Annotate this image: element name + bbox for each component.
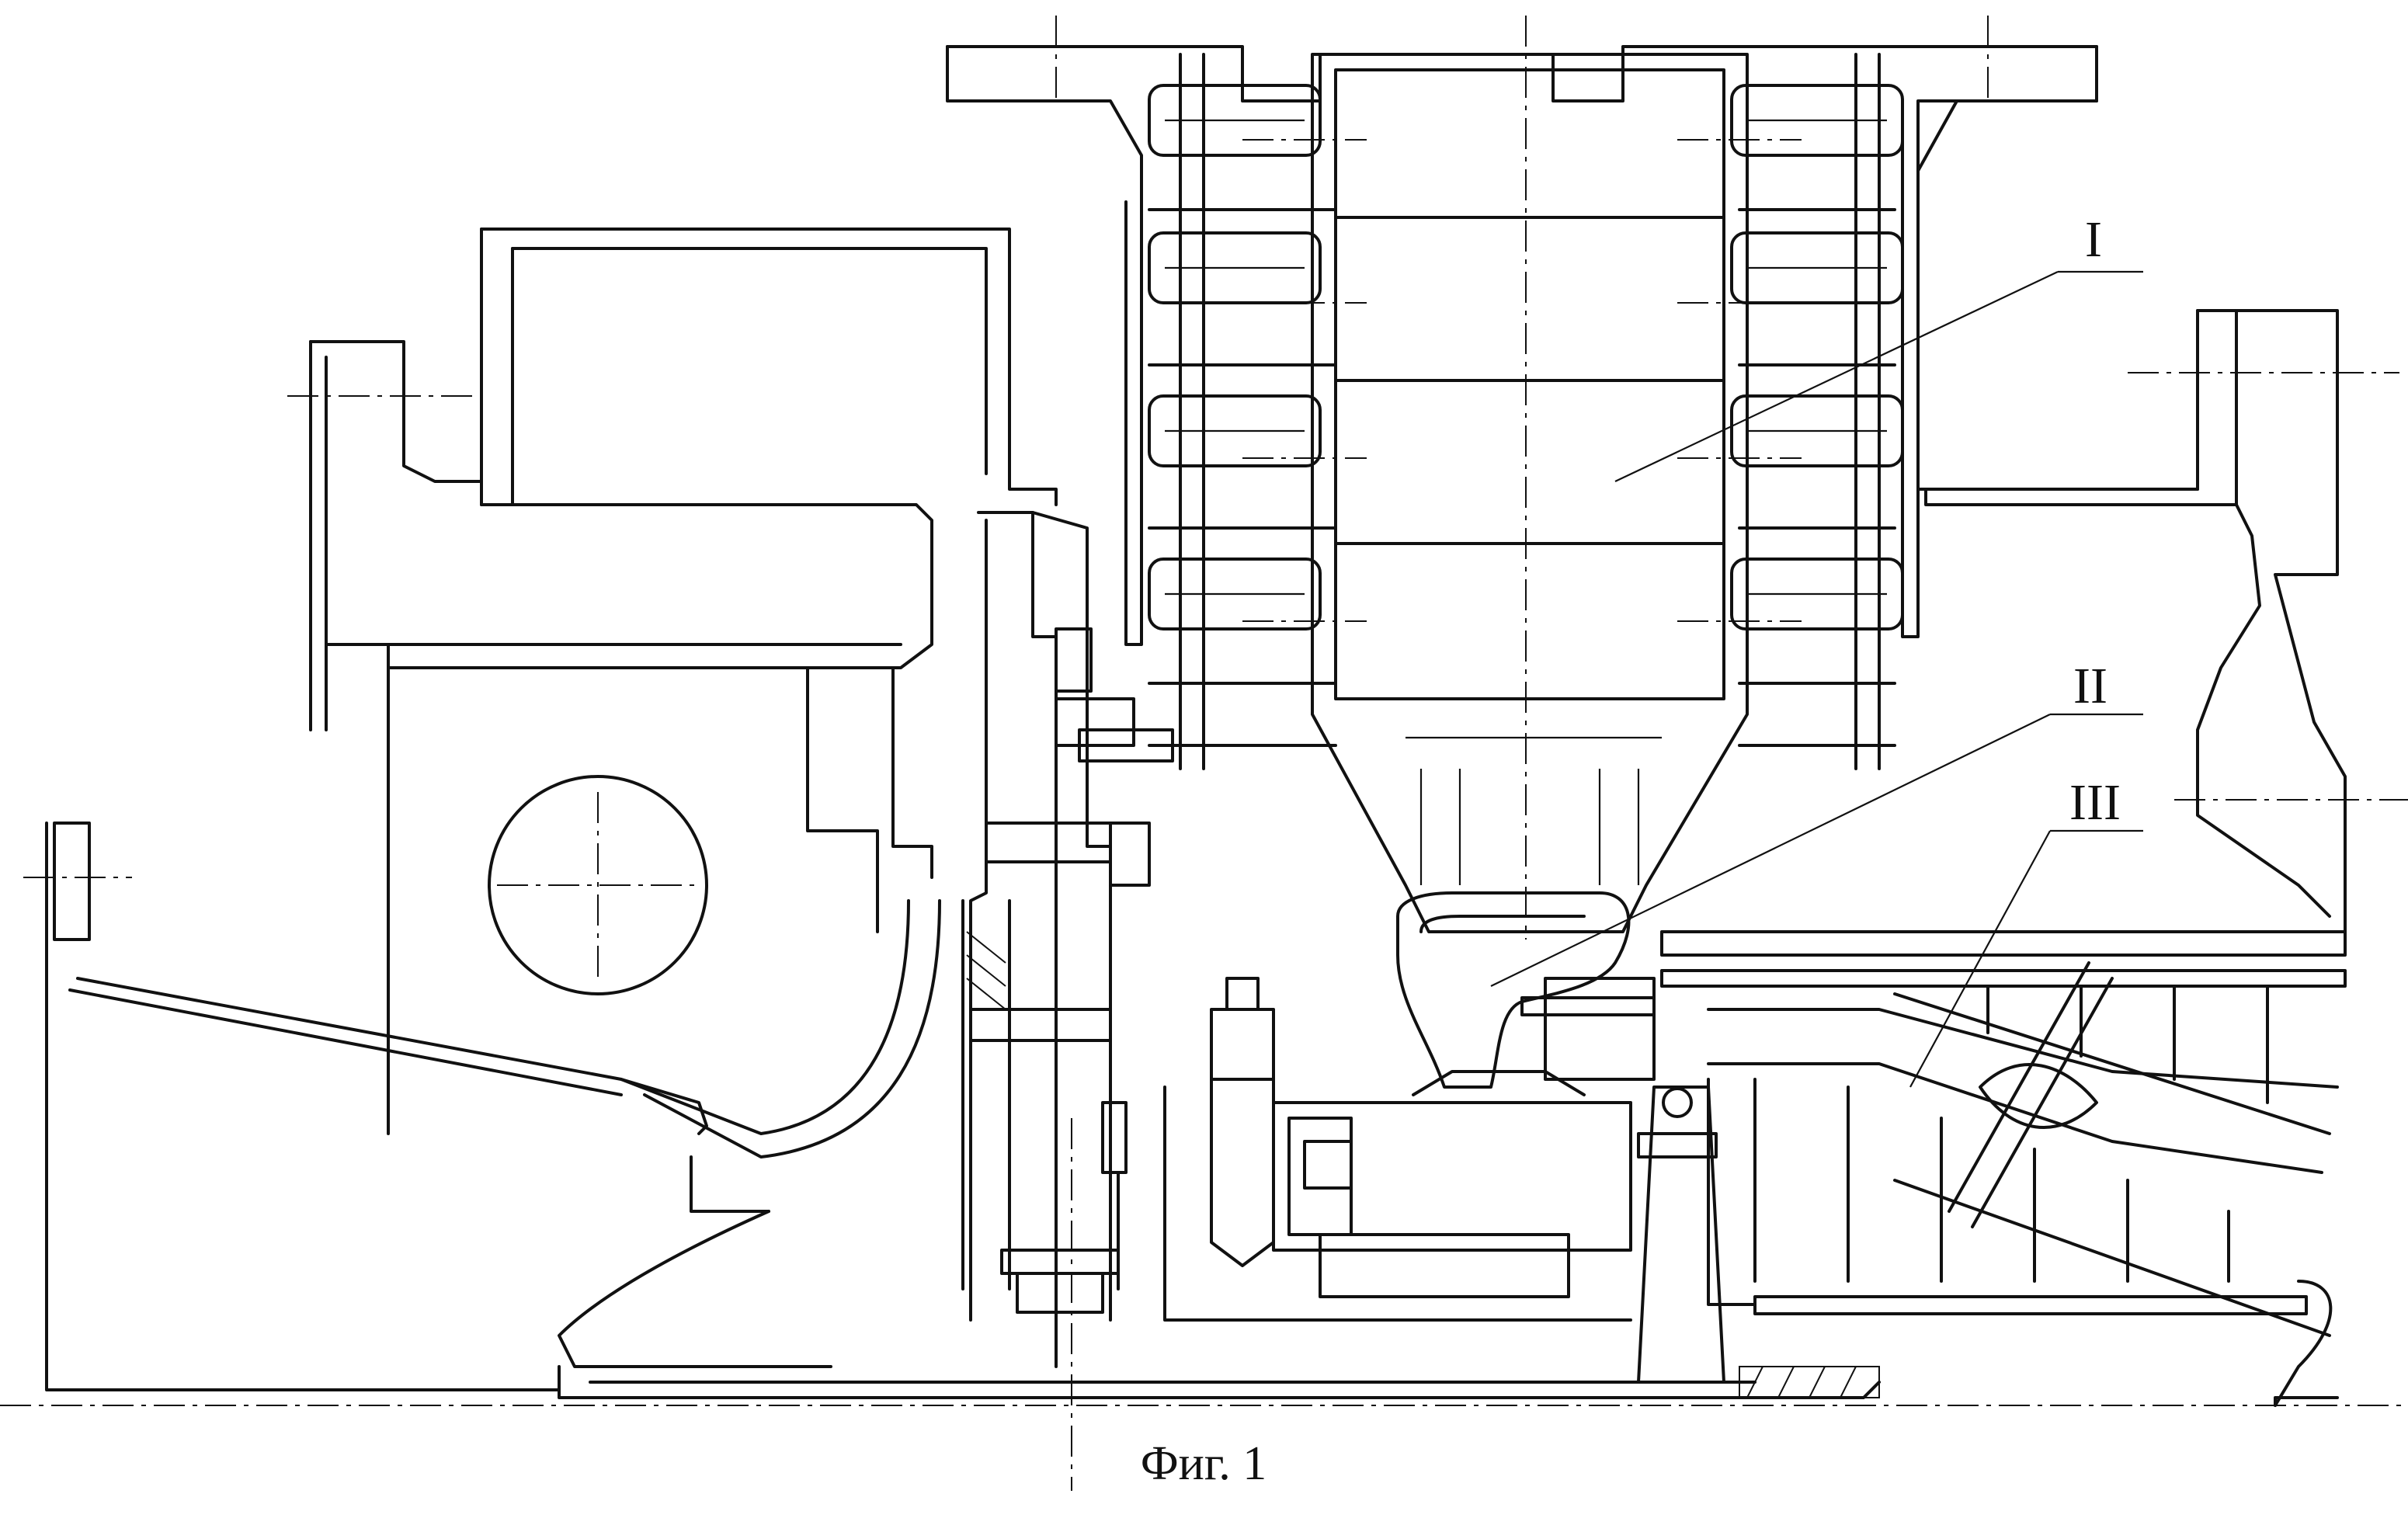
- label-leaders: [1491, 272, 2143, 1087]
- right-angled-duct: [1662, 932, 2345, 1405]
- top-flange-housing: [947, 47, 2097, 644]
- label-zone-1: I: [2085, 211, 2102, 268]
- figure-caption: Фиг. 1: [1087, 1436, 1320, 1492]
- central-chamber: [1312, 54, 1747, 932]
- mid-shaft-assembly: [1165, 978, 1631, 1320]
- left-box-housing: [311, 229, 1056, 1134]
- label-zone-3: III: [2069, 774, 2121, 831]
- right-outer-housing: [1918, 311, 2345, 932]
- elbow-duct: [1398, 893, 1654, 1087]
- tapered-shaft: [1638, 1087, 1724, 1382]
- base-plate: [559, 1367, 2337, 1405]
- right-segment-stack: [1732, 54, 1902, 769]
- left-segment-stack: [1149, 54, 1336, 769]
- label-zone-2: II: [2073, 658, 2107, 714]
